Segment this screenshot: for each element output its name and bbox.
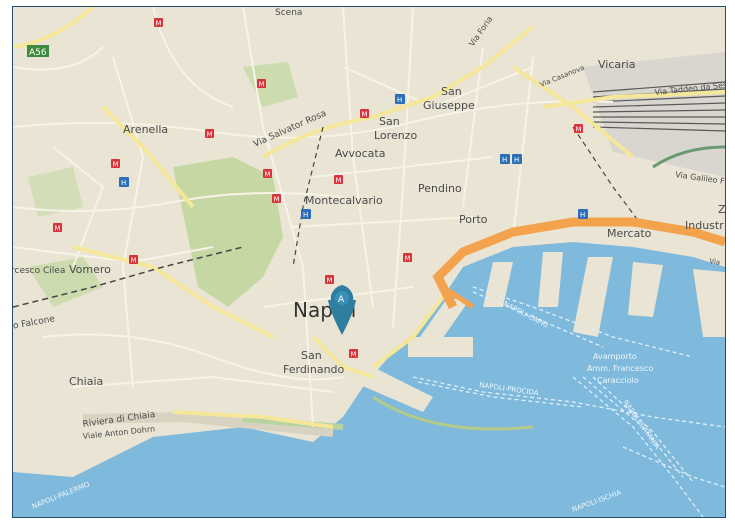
metro-icon: [53, 223, 62, 232]
label-avamporto-1: Avamporto: [593, 352, 637, 361]
label-industriale-1: Z: [718, 203, 725, 216]
hospital-icon-glyph: H: [121, 179, 126, 187]
label-san-giuseppe-1: San: [441, 85, 462, 98]
label-a56: A56: [29, 48, 47, 58]
label-porto: Porto: [459, 213, 488, 226]
label-san-ferdinando-1: San: [301, 349, 322, 362]
metro-icon: [334, 175, 343, 184]
metro-icon: [272, 194, 281, 203]
coastal-promenade: [82, 411, 334, 437]
park-area: [28, 257, 103, 307]
marker-tail[interactable]: [328, 300, 356, 335]
label-mercato: Mercato: [607, 227, 652, 240]
label-vicaria: Vicaria: [598, 58, 635, 71]
ferry-routes: [412, 286, 725, 517]
metro-icon: [257, 79, 266, 88]
hospital-icon-glyph: H: [303, 211, 308, 219]
map-view[interactable]: Scena A56 Via Foria San Giuseppe Vicaria…: [12, 6, 726, 518]
metro-icon-glyph: M: [351, 351, 357, 359]
metro-icon: [263, 169, 272, 178]
hospital-icon: [512, 154, 522, 164]
metro-icon-glyph: M: [576, 126, 582, 134]
label-montecalvario: Montecalvario: [305, 194, 383, 207]
metro-icon-glyph: M: [327, 277, 333, 285]
marker-label[interactable]: A: [338, 295, 345, 305]
hospital-icon: [119, 177, 129, 187]
hospital-icon: [301, 209, 311, 219]
hospital-icon: [395, 94, 405, 104]
metro-icon-glyph: M: [362, 111, 368, 119]
hospital-icons: H H H H H H: [119, 94, 588, 219]
label-pendino: Pendino: [418, 182, 462, 195]
label-avamporto-3: Caracciolo: [597, 376, 639, 385]
railway-line: [292, 126, 324, 268]
label-avamporto-2: Amm. Francesco: [587, 364, 653, 373]
highway-shield: [27, 45, 49, 57]
label-vomero: Vomero: [69, 263, 111, 276]
breakwater: [372, 395, 534, 431]
metro-icon: [403, 253, 412, 262]
metro-icon: [349, 349, 358, 358]
metro-icon-glyph: M: [265, 171, 271, 179]
metro-icon-glyph: M: [113, 161, 119, 169]
label-industriale-2: Industr: [685, 219, 724, 232]
hospital-icon-glyph: H: [580, 211, 585, 219]
label-scena: Scena: [275, 8, 302, 18]
metro-icon-glyph: M: [405, 255, 411, 263]
metro-icon: [205, 129, 214, 138]
hospital-icon: [500, 154, 510, 164]
highway-via-marina: [432, 217, 725, 310]
piers: [353, 252, 725, 412]
label-san-lorenzo-2: Lorenzo: [374, 129, 417, 142]
metro-icon-glyph: M: [336, 177, 342, 185]
highway-ramp: [441, 284, 475, 310]
metro-icon-glyph: M: [274, 196, 280, 204]
metro-icon: [111, 159, 120, 168]
hospital-icon-glyph: H: [502, 156, 507, 164]
metro-icon: [154, 18, 163, 27]
metro-icon-glyph: M: [156, 20, 162, 28]
label-cilea: rcesco Cilea: [13, 266, 65, 276]
metro-icon: [574, 124, 583, 133]
park-area: [28, 167, 83, 217]
label-san-giuseppe-2: Giuseppe: [423, 99, 475, 112]
green-line: [652, 145, 725, 169]
label-chiaia: Chiaia: [69, 375, 103, 388]
metro-icon-glyph: M: [55, 225, 61, 233]
location-marker[interactable]: A: [328, 285, 356, 335]
hospital-icon-glyph: H: [397, 96, 402, 104]
label-san-lorenzo-1: San: [379, 115, 400, 128]
label-avvocata: Avvocata: [335, 147, 385, 160]
marker-circle[interactable]: [335, 291, 349, 305]
park-area: [173, 157, 283, 307]
park-area: [243, 62, 298, 107]
label-san-ferdinando-2: Ferdinando: [283, 363, 345, 376]
hospital-icon: [578, 209, 588, 219]
map-canvas[interactable]: Scena A56 Via Foria San Giuseppe Vicaria…: [13, 7, 725, 517]
sea: [13, 242, 725, 517]
metro-icon: [129, 255, 138, 264]
metro-icon: [325, 275, 334, 284]
label-via-marina: Via: [709, 257, 721, 267]
metro-icon-glyph: M: [131, 257, 137, 265]
railway-line: [572, 126, 644, 228]
railway-line: [13, 246, 244, 308]
metro-icon-glyph: M: [207, 131, 213, 139]
main-roads: [13, 7, 725, 429]
metro-icon-glyph: M: [259, 81, 265, 89]
hospital-icon-glyph: H: [514, 156, 519, 164]
metro-icon: [360, 109, 369, 118]
label-arenella: Arenella: [123, 123, 168, 136]
metro-icons: M M M M M M M M M M M M M M: [53, 18, 583, 359]
